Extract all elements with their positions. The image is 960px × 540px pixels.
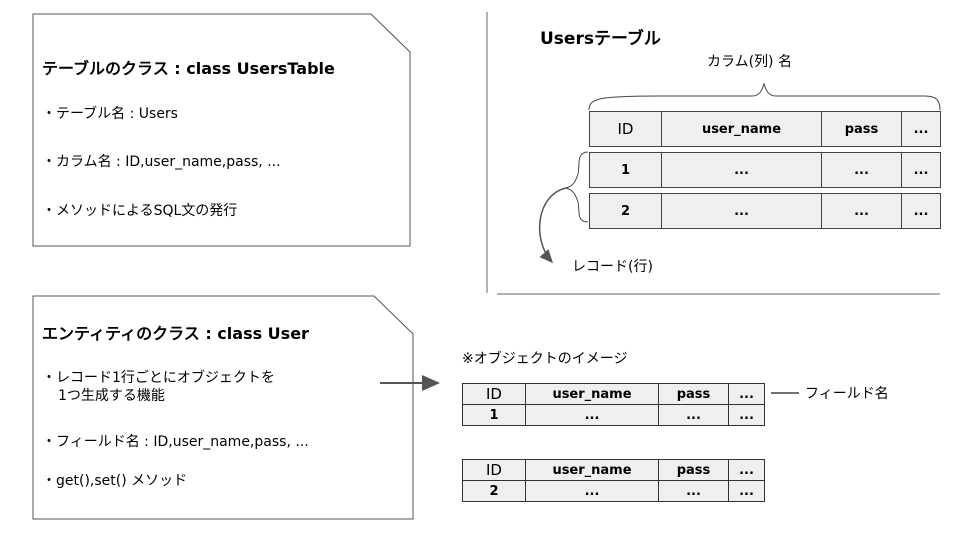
row2-cell-more: ...: [901, 193, 941, 229]
users-table-header: ID user_name pass ...: [589, 111, 941, 147]
obj2-cell-user-name: ...: [525, 480, 659, 502]
column-label: カラム(列) 名: [707, 54, 792, 70]
row2-cell-pass: ...: [821, 193, 902, 229]
obj1-header-pass: pass: [658, 383, 729, 405]
row1-cell-id: 1: [589, 152, 662, 188]
header-cell-user-name: user_name: [661, 111, 822, 147]
note-entity-class-shape: [32, 295, 414, 520]
obj2-cell-id: 2: [462, 480, 526, 502]
table-class-item-2: ・カラム名 : ID,user_name,pass, ...: [42, 154, 281, 170]
obj2-cell-more: ...: [728, 480, 765, 502]
obj2-header-more: ...: [728, 459, 765, 481]
users-table-row-1: 1 ... ... ...: [589, 152, 941, 188]
note-table-class-shape: [32, 13, 411, 247]
entity-class-item-1-cont: 1つ生成する機能: [58, 388, 165, 404]
entity-class-item-2: ・フィールド名 : ID,user_name,pass, ...: [42, 434, 309, 450]
object-1: ID user_name pass ... 1 ... ... ...: [462, 383, 765, 426]
record-arrow: [539, 187, 567, 264]
row2-cell-id: 2: [589, 193, 662, 229]
obj1-cell-user-name: ...: [525, 404, 659, 426]
users-table-row-2: 2 ... ... ...: [589, 193, 941, 229]
column-brace: [588, 82, 941, 111]
table-class-title: テーブルのクラス : class UsersTable: [42, 59, 335, 78]
obj1-cell-id: 1: [462, 404, 526, 426]
row1-cell-pass: ...: [821, 152, 902, 188]
obj2-cell-pass: ...: [658, 480, 729, 502]
record-label: レコード(行): [572, 259, 653, 275]
table-class-item-1: ・テーブル名 : Users: [42, 106, 178, 122]
entity-class-item-3: ・get(),set() メソッド: [42, 473, 188, 489]
row1-cell-more: ...: [901, 152, 941, 188]
header-cell-more: ...: [901, 111, 941, 147]
obj1-header-id: ID: [462, 383, 526, 405]
users-table-heading: Usersテーブル: [540, 29, 661, 49]
row2-cell-user-name: ...: [661, 193, 822, 229]
obj1-cell-pass: ...: [658, 404, 729, 426]
record-brace: [565, 151, 589, 223]
field-label: フィールド名: [805, 386, 889, 402]
object-2: ID user_name pass ... 2 ... ... ...: [462, 459, 765, 502]
header-cell-id: ID: [589, 111, 662, 147]
obj2-header-user-name: user_name: [525, 459, 659, 481]
entity-class-item-1: ・レコード1行ごとにオブジェクトを: [42, 370, 275, 386]
table-class-item-3: ・メソッドによるSQL文の発行: [42, 203, 238, 219]
obj1-header-more: ...: [728, 383, 765, 405]
row1-cell-user-name: ...: [661, 152, 822, 188]
obj2-header-id: ID: [462, 459, 526, 481]
entity-class-title: エンティティのクラス : class User: [42, 324, 309, 343]
obj1-cell-more: ...: [728, 404, 765, 426]
obj2-header-pass: pass: [658, 459, 729, 481]
header-cell-pass: pass: [821, 111, 902, 147]
object-image-heading: ※オブジェクトのイメージ: [462, 351, 628, 367]
obj1-header-user-name: user_name: [525, 383, 659, 405]
